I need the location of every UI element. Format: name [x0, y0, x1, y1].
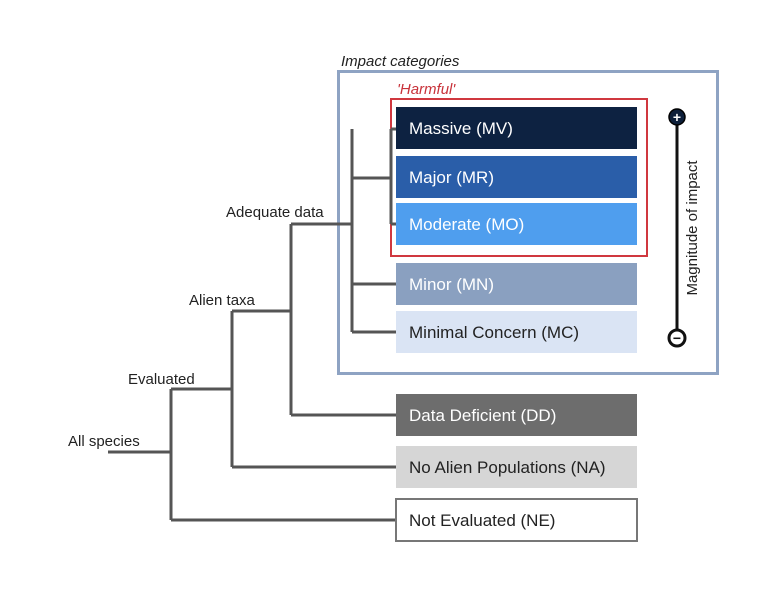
category-rect-mo — [396, 203, 637, 245]
tree-lines — [108, 127, 396, 522]
plus-icon: + — [673, 109, 681, 125]
harmful-label: 'Harmful' — [397, 81, 456, 98]
all-species-label: All species — [68, 433, 140, 450]
plus-circle — [668, 108, 686, 126]
category-rect-mn — [396, 263, 637, 305]
category-rect-mr — [396, 156, 637, 198]
evaluated-label: Evaluated — [128, 371, 195, 388]
category-box-mo: Moderate (MO) — [396, 203, 637, 245]
minus-icon: − — [673, 330, 681, 346]
category-label-mn: Minor (MN) — [409, 275, 494, 294]
adequate-data-label: Adequate data — [226, 204, 324, 221]
alien-taxa-label: Alien taxa — [189, 292, 256, 309]
category-rect-mv — [396, 107, 637, 149]
category-box-mn: Minor (MN) — [396, 263, 637, 305]
category-label-mr: Major (MR) — [409, 168, 494, 187]
category-rect-dd — [396, 394, 637, 436]
category-label-ne: Not Evaluated (NE) — [409, 511, 555, 530]
category-box-dd: Data Deficient (DD) — [396, 394, 637, 436]
category-box-mc: Minimal Concern (MC) — [396, 311, 637, 353]
category-label-mv: Massive (MV) — [409, 119, 513, 138]
minus-circle — [667, 328, 687, 348]
category-rect-mc — [396, 311, 637, 353]
magnitude-label: Magnitude of impact — [684, 160, 701, 296]
category-rect-na — [396, 446, 637, 488]
category-box-ne: Not Evaluated (NE) — [395, 498, 638, 542]
category-label-dd: Data Deficient (DD) — [409, 406, 556, 425]
impact-categories-label: Impact categories — [341, 53, 460, 70]
magnitude-axis: + − Magnitude of impact — [667, 108, 701, 348]
category-label-mo: Moderate (MO) — [409, 215, 524, 234]
category-box-mr: Major (MR) — [396, 156, 637, 198]
category-label-mc: Minimal Concern (MC) — [409, 323, 579, 342]
category-label-na: No Alien Populations (NA) — [409, 458, 606, 477]
category-box-mv: Massive (MV) — [396, 107, 637, 149]
category-box-na: No Alien Populations (NA) — [396, 446, 637, 488]
category-boxes: Massive (MV) Major (MR) Moderate (MO) Minor… — [395, 107, 638, 542]
category-rect-ne — [395, 498, 638, 542]
